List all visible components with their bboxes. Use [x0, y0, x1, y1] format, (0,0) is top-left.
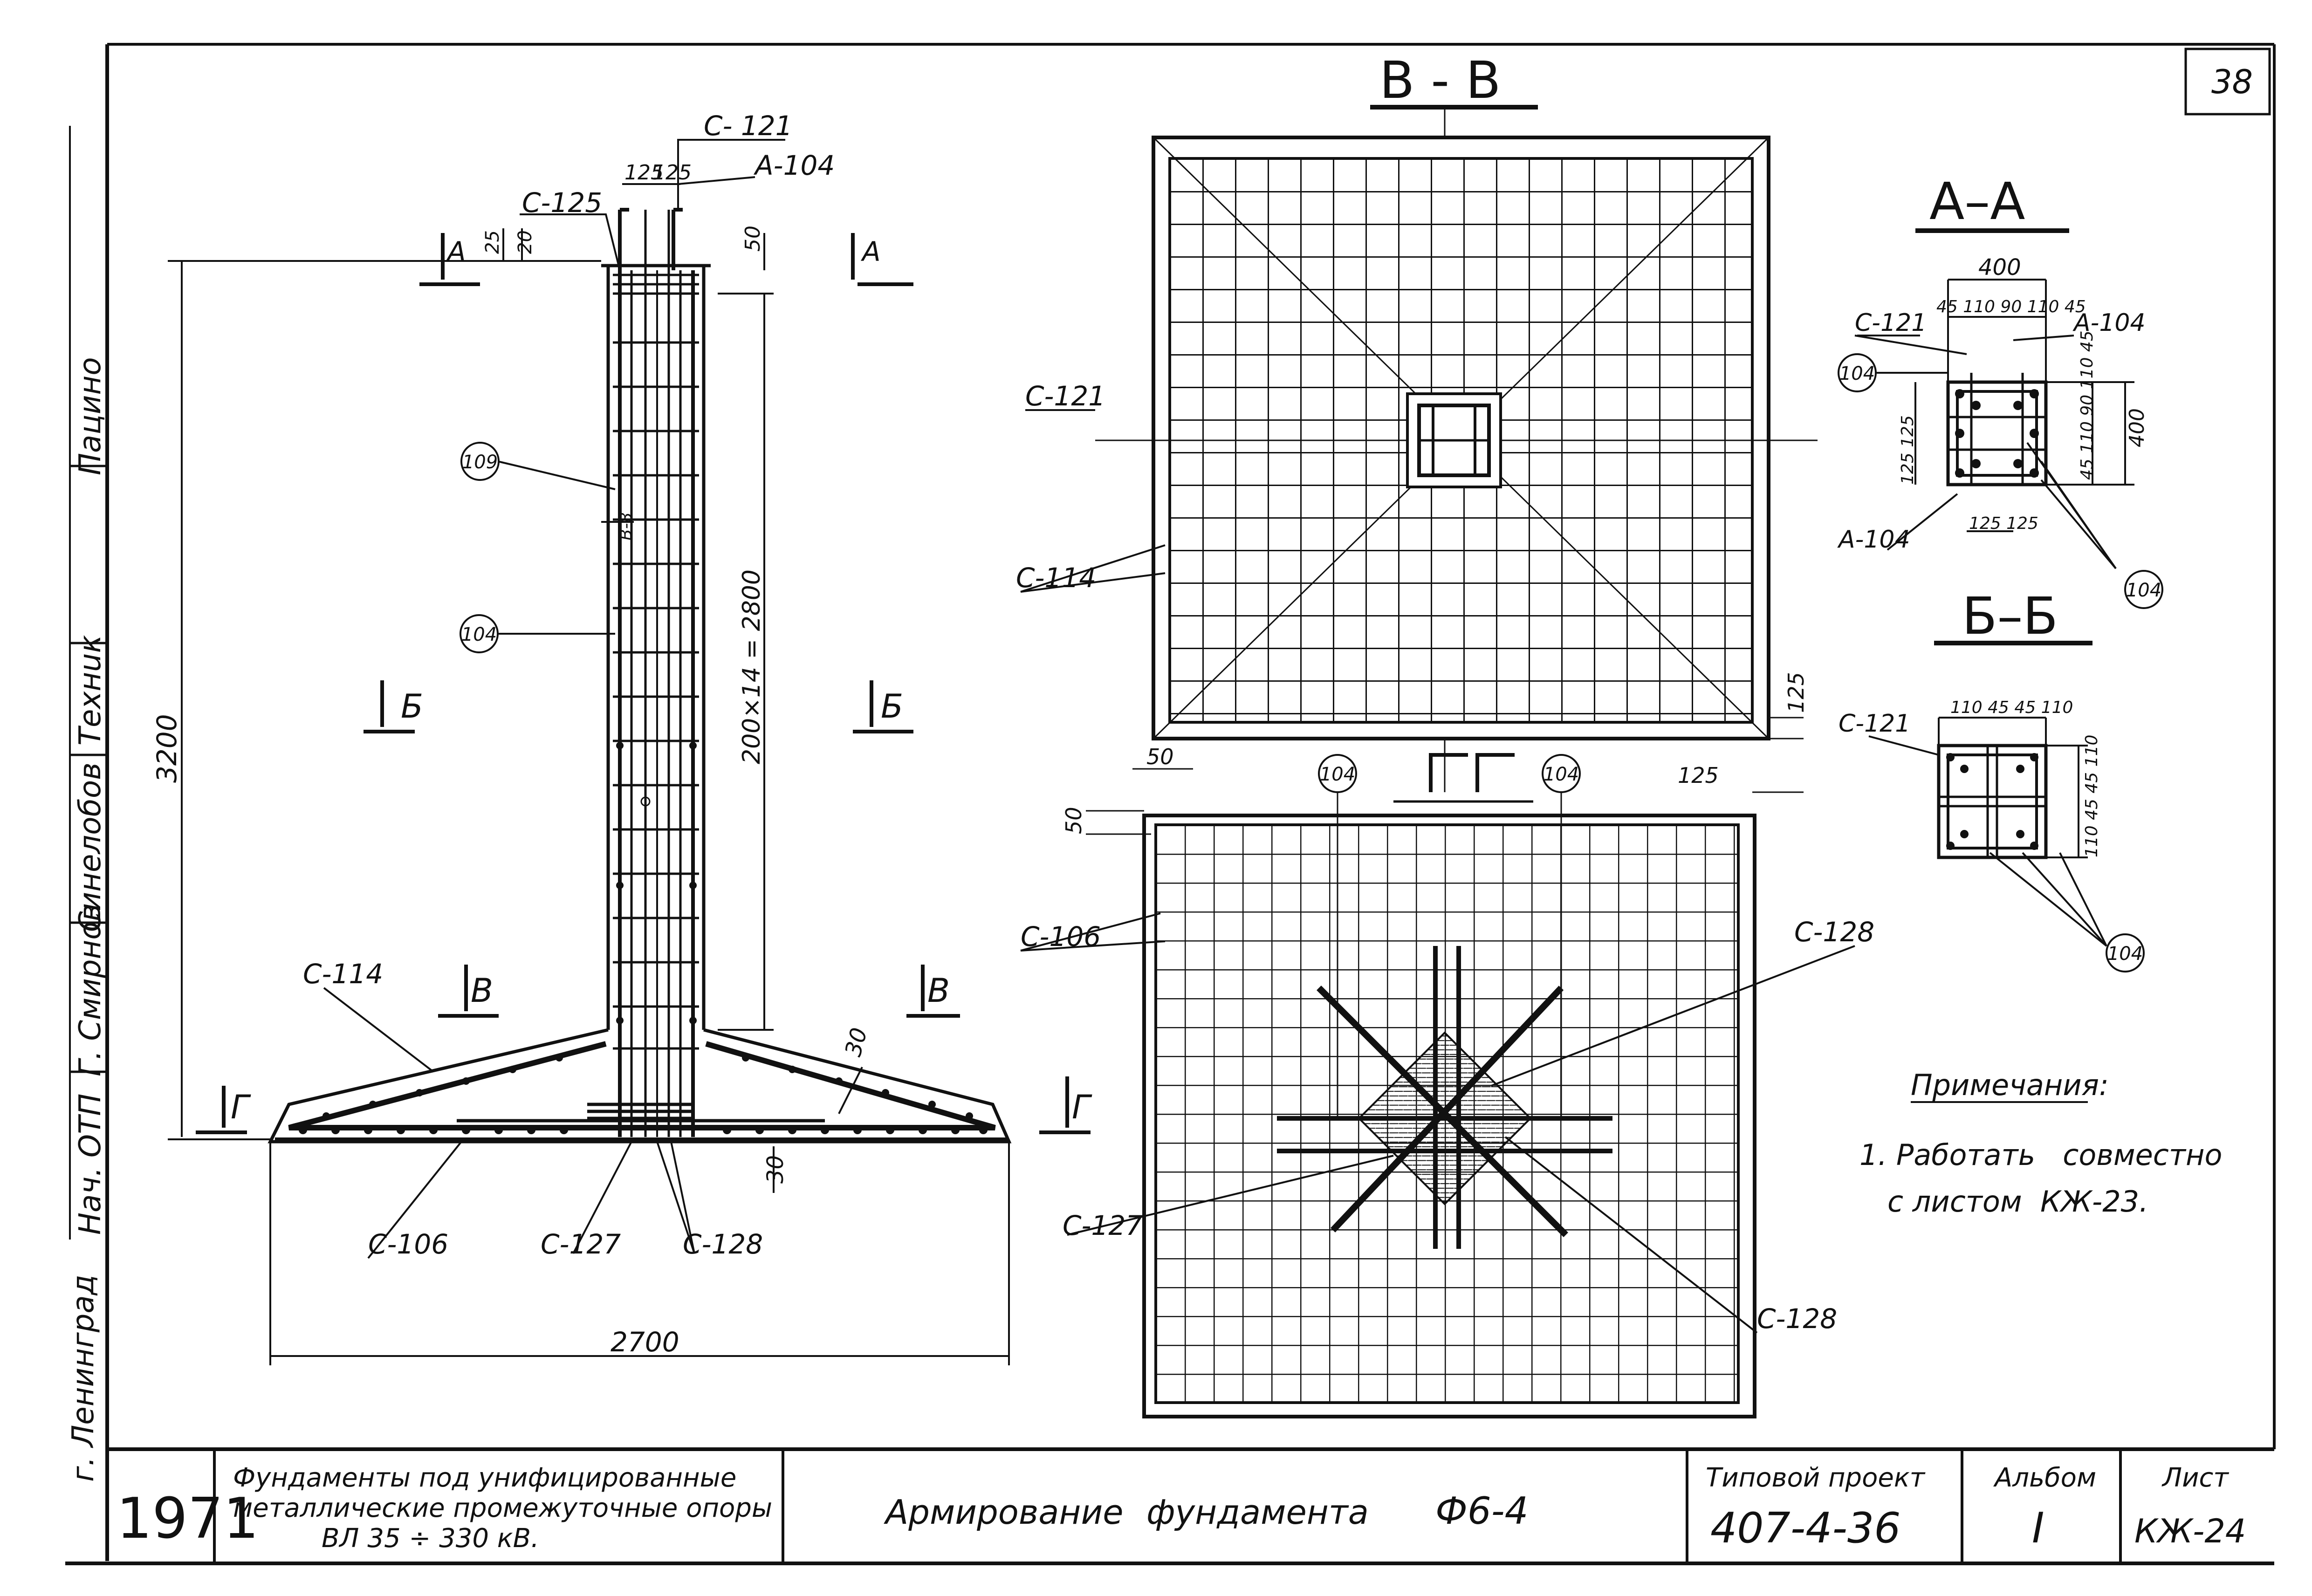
elev-dim-50: 50 [741, 226, 765, 252]
drawing-title-1: Армирование [884, 1493, 1124, 1532]
title-year: 1971 [117, 1486, 259, 1551]
plan-label-c128-upper: С-128 [1794, 916, 1874, 948]
cut-mark-g-right: Г [1072, 1088, 1092, 1126]
aa-mark-104-right: 104 [2124, 570, 2163, 609]
elev-label-c125: С-125 [522, 187, 602, 219]
elev-dim-125a: 125 [624, 161, 664, 185]
svg-text:109: 109 [462, 452, 498, 473]
svg-text:104: 104 [1544, 764, 1579, 785]
drawing-title-2: фундамента [1146, 1493, 1369, 1532]
plan-label-c121: С-121 [1025, 380, 1105, 412]
elev-label-c114: С-114 [303, 958, 383, 990]
stamp-position-1: Пацино [73, 357, 108, 476]
stamp-name-1: Синелобов [73, 762, 108, 932]
elev-b8: В-8 [617, 512, 636, 541]
svg-text:104: 104 [461, 624, 497, 645]
cut-mark-a-left: А [446, 236, 466, 267]
elev-dim-3200: 3200 [151, 714, 183, 783]
aa-label-a104-bottom: А-104 [1837, 526, 1910, 554]
elev-label-c128: С-128 [683, 1228, 763, 1260]
aa-dim-bottom: 125 125 [1969, 514, 2038, 533]
aa-mark-104-left: 104 [1838, 353, 1877, 392]
elev-dim-125b: 125 [652, 161, 692, 185]
notes-block: Примечания: 1. Работать совместно с лист… [1859, 1068, 2222, 1219]
plan-views: В - В [1016, 50, 1874, 1418]
elev-dim-30b: 30 [762, 1155, 789, 1184]
title-desc-2: металлические промежуточные опоры [233, 1493, 772, 1523]
elev-dim-2700: 2700 [611, 1326, 679, 1358]
project-label: Типовой проект [1706, 1463, 1926, 1493]
plan-label-c114: С-114 [1016, 562, 1096, 594]
plan-mark-104-left: 104 [1318, 754, 1357, 793]
svg-text:104: 104 [2107, 943, 2143, 965]
plan-dim-50-top: 50 [1146, 744, 1174, 769]
sheet-frame [65, 43, 2276, 1565]
plan-label-c106: С-106 [1021, 921, 1101, 952]
plan-label-c128-lower: С-128 [1757, 1303, 1837, 1335]
album-value: I [2032, 1504, 2044, 1553]
elevation-view: С- 121 А-104 С-125 С-114 С-106 С-127 С-1… [151, 110, 1012, 1365]
plan-label-c127: С-127 [1063, 1210, 1143, 1241]
stamp-city: г. Ленинград [66, 1274, 101, 1482]
plan-mark-104-right: 104 [1542, 754, 1581, 793]
section-bb: Б–Б 110 45 45 110 110 [1839, 586, 2145, 973]
sheet-label: Лист [2161, 1463, 2229, 1493]
plan-dim-125-bottom: 125 [1678, 763, 1719, 788]
elev-dim-25: 25 [482, 230, 503, 254]
section-vv-title: В - В [1379, 50, 1501, 110]
elev-dim-2800: 200×14 = 2800 [738, 569, 766, 764]
elev-mark-104: 104 [460, 614, 499, 653]
svg-text:104: 104 [2126, 580, 2161, 601]
cut-mark-v-right: В [927, 972, 950, 1010]
stamp-position-2: Технuк [73, 635, 108, 746]
aa-dim-right: 45 110 90 110 45 [2078, 330, 2097, 480]
cut-mark-b-left: Б [401, 687, 423, 726]
elev-mark-109: 109 [460, 442, 500, 481]
stamp-name-2: Г. Смирнов [73, 904, 108, 1076]
title-block: 1971 Фундаменты под унифицированные мета… [107, 1447, 2274, 1563]
elev-label-a104: А-104 [753, 150, 835, 181]
cut-mark-a-right: А [860, 236, 881, 267]
album-label: Альбом [1993, 1463, 2096, 1493]
notes-line-1: 1. Работать совместно [1859, 1138, 2222, 1172]
section-aa-title: А–А [1929, 171, 2025, 231]
cut-mark-b-right: Б [881, 687, 903, 726]
bb-dim-right: 110 45 45 110 [2082, 735, 2101, 857]
bb-dim-top: 110 45 45 110 [1950, 698, 2073, 717]
aa-dim-400-top: 400 [1978, 254, 2021, 281]
elev-label-c106: С-106 [368, 1228, 448, 1260]
elev-label-c121: С- 121 [704, 110, 793, 142]
side-stamp: Пацино Технuк Синелобов Г. Смирнов Нач. … [66, 357, 108, 1482]
project-value: 407-4-36 [1710, 1504, 1901, 1553]
plan-dim-50-left: 50 [1061, 807, 1086, 834]
bb-mark-104: 104 [2106, 933, 2145, 973]
title-desc-1: Фундаменты под унифицированные [233, 1463, 736, 1493]
elev-dim-30a: 30 [840, 1025, 872, 1059]
elev-dim-20: 20 [515, 230, 536, 254]
elev-label-c127: С-127 [541, 1228, 621, 1260]
stamp-role: Нач. ОТП [73, 1094, 108, 1235]
section-bb-title: Б–Б [1962, 586, 2058, 646]
drawing-title-3: Ф6-4 [1435, 1489, 1529, 1533]
aa-label-a104-right: А-104 [2072, 309, 2146, 337]
svg-text:104: 104 [1839, 363, 1875, 384]
plan-dim-125-right: 125 [1784, 672, 1809, 713]
title-desc-3: ВЛ 35 ÷ 330 кВ. [322, 1523, 539, 1554]
cut-mark-g-left: Г [231, 1088, 251, 1126]
aa-dim-400-side: 400 [2125, 408, 2149, 447]
notes-title: Примечания: [1911, 1068, 2109, 1102]
gg-symbol [1393, 753, 1533, 803]
svg-text:104: 104 [1320, 764, 1355, 785]
sheet-value: КЖ-24 [2134, 1512, 2246, 1550]
sheet-corner-number: 38 [2211, 63, 2253, 101]
aa-dim-left: 125 125 [1898, 415, 1917, 485]
cut-mark-v-left: В [471, 972, 493, 1010]
aa-label-c121: С-121 [1855, 309, 1927, 337]
aa-dim-top: 45 110 90 110 45 [1936, 297, 2086, 316]
bb-label-c121: С-121 [1839, 710, 1910, 738]
section-aa: А–А [1837, 171, 2163, 609]
notes-line-2: с листом КЖ-23. [1887, 1185, 2148, 1219]
